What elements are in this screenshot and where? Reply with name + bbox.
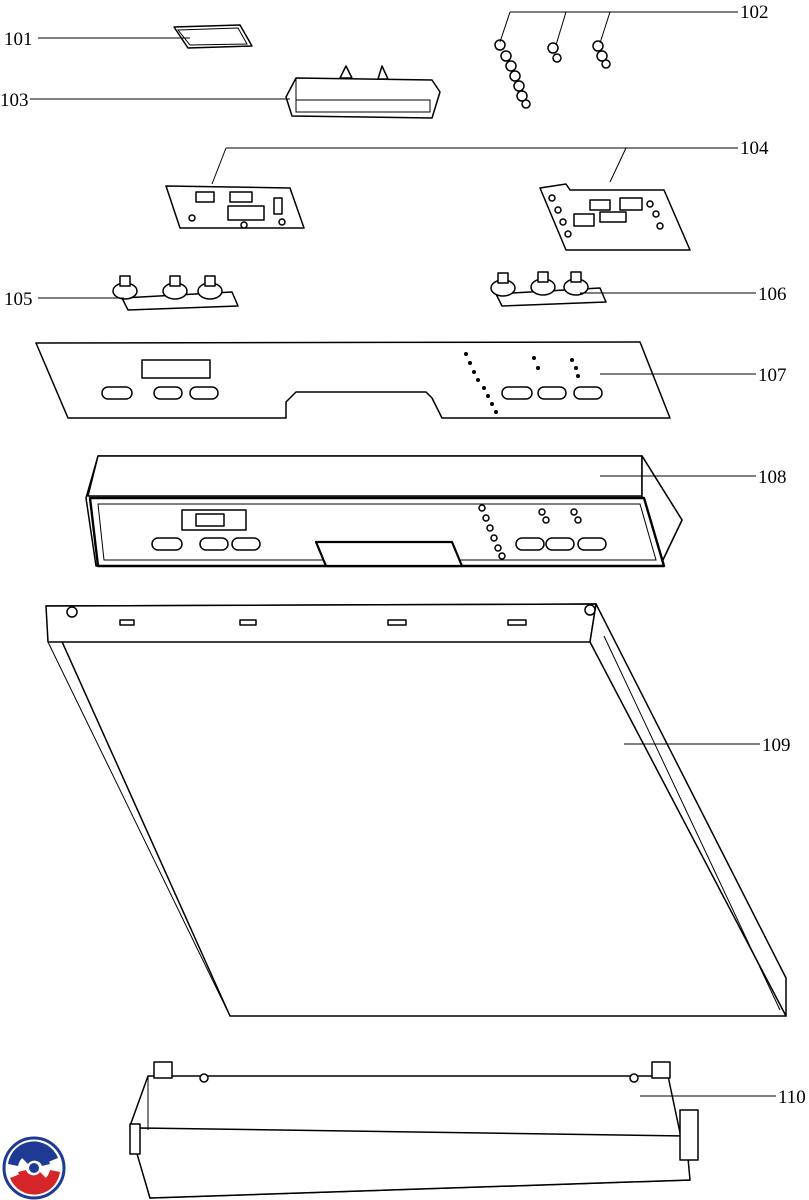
part-101-display-lens xyxy=(173,24,253,49)
pcb-right xyxy=(539,183,691,251)
callout-110: 110 xyxy=(778,1087,806,1108)
callout-108: 108 xyxy=(758,467,787,488)
callout-labels: 101 102 103 104 105 106 107 108 109 110 xyxy=(0,2,806,1108)
callout-102: 102 xyxy=(740,2,769,23)
part-109-door-panel xyxy=(45,603,787,1017)
part-103-display-holder xyxy=(285,65,441,119)
decal-indicator-dots xyxy=(464,352,580,414)
part-105-button-set-left xyxy=(112,275,239,311)
part-108-control-panel xyxy=(85,455,683,568)
part-106-button-set-right xyxy=(490,271,607,307)
led-strip-middle xyxy=(547,42,562,63)
pcb-left xyxy=(165,185,305,229)
callout-105: 105 xyxy=(4,289,33,310)
callout-109: 109 xyxy=(762,735,791,756)
callout-104: 104 xyxy=(740,138,769,159)
part-104-control-boards xyxy=(165,183,691,251)
callout-103: 103 xyxy=(0,90,29,111)
panel-led-column xyxy=(478,504,582,560)
part-107-panel-decal xyxy=(35,341,671,419)
led-strip-left xyxy=(494,39,531,109)
part-110-bottom-panel xyxy=(129,1061,699,1199)
part-102-led-strips xyxy=(494,39,611,109)
callout-106: 106 xyxy=(758,284,787,305)
callout-101: 101 xyxy=(4,29,33,50)
leader-lines xyxy=(30,11,776,1097)
swirl-logo-icon xyxy=(2,1136,66,1200)
callout-107: 107 xyxy=(758,365,787,386)
led-strip-right xyxy=(592,40,611,69)
